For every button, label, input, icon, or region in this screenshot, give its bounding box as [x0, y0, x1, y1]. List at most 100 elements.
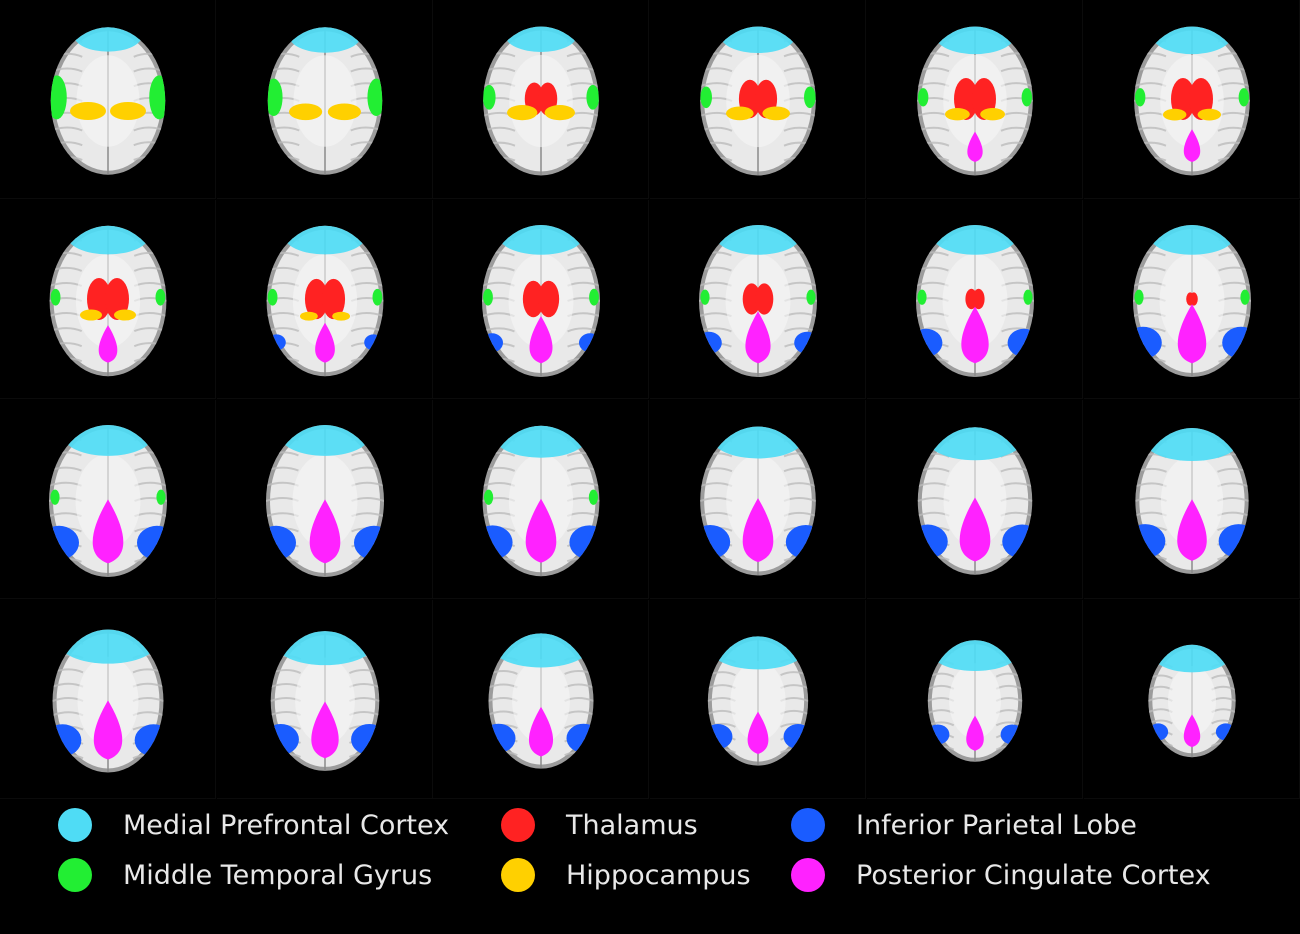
region-ipl	[1222, 326, 1251, 359]
legend-item-hippocampus: Hippocampus	[501, 855, 751, 895]
region-mtg	[917, 88, 929, 107]
brain-slice-grid	[0, 0, 1300, 799]
region-pcc	[967, 131, 983, 163]
region-pcc	[1177, 499, 1207, 561]
region-mtg	[700, 86, 712, 109]
region-ipl	[351, 723, 380, 755]
region-mtg	[1240, 289, 1250, 305]
region-mtg	[50, 288, 61, 306]
region-ipl	[266, 525, 296, 560]
region-ipl	[354, 525, 384, 560]
legend-item-mtg: Middle Temporal Gyrus	[58, 855, 432, 895]
region-pcc	[747, 711, 769, 754]
brain-slice	[0, 400, 216, 599]
region-ipl	[785, 524, 816, 559]
region-ipl	[783, 724, 809, 750]
legend-swatch-mtg	[58, 858, 92, 892]
legend-swatch-mpfc	[58, 808, 92, 842]
region-ipl	[927, 724, 950, 745]
region-pcc	[1183, 129, 1201, 163]
region-mpfc	[720, 26, 796, 54]
region-mtg	[806, 289, 816, 305]
region-pcc	[311, 701, 339, 759]
region-mtg	[483, 288, 493, 306]
region-mtg	[367, 78, 383, 117]
region-ipl	[267, 334, 286, 351]
region-mpfc	[1152, 26, 1232, 55]
legend-swatch-thalamus	[501, 808, 535, 842]
region-pcc	[966, 715, 984, 751]
region-mpfc	[275, 631, 375, 666]
region-mtg	[149, 75, 166, 120]
region-ipl	[137, 525, 167, 560]
region-mtg	[155, 288, 166, 306]
brain-slice	[1084, 0, 1300, 199]
region-mpfc	[935, 26, 1015, 55]
region-mpfc	[491, 633, 591, 668]
legend-item-mpfc: Medial Prefrontal Cortex	[58, 805, 449, 845]
region-hippocampus	[114, 309, 136, 321]
region-mpfc	[930, 640, 1020, 672]
region-mpfc	[715, 225, 801, 255]
region-ipl	[579, 333, 600, 353]
region-legend: Medial Prefrontal Cortex Thalamus Inferi…	[0, 800, 1300, 934]
region-hippocampus	[80, 309, 102, 321]
brain-slice	[867, 0, 1083, 199]
brain-slice	[217, 200, 433, 399]
region-pcc	[1177, 304, 1207, 364]
region-mpfc	[709, 636, 807, 670]
region-pcc	[959, 497, 991, 562]
region-ipl	[270, 723, 299, 755]
region-hippocampus	[507, 105, 538, 121]
region-mtg	[588, 489, 599, 505]
region-mtg	[156, 489, 166, 505]
region-mtg	[1134, 88, 1146, 107]
legend-label-mpfc: Medial Prefrontal Cortex	[123, 809, 450, 841]
region-mpfc	[67, 225, 149, 255]
region-ipl	[707, 724, 733, 750]
region-pcc	[745, 311, 771, 364]
region-ipl	[794, 331, 817, 354]
region-mpfc	[74, 27, 142, 52]
region-pcc	[92, 499, 124, 564]
region-mpfc	[926, 427, 1024, 461]
brain-slice	[217, 600, 433, 799]
region-mpfc	[289, 27, 361, 53]
region-thalamus	[538, 280, 560, 318]
brain-section	[267, 27, 383, 175]
region-thalamus	[1189, 292, 1198, 306]
region-ipl	[49, 525, 79, 560]
region-mpfc	[58, 629, 158, 664]
legend-item-ipl: Inferior Parietal Lobe	[791, 805, 1137, 845]
region-ipl	[482, 333, 503, 353]
region-pcc	[528, 706, 554, 757]
region-pcc	[1183, 714, 1201, 748]
region-ipl	[569, 525, 600, 560]
brain-slice	[650, 400, 866, 599]
brain-section	[927, 640, 1023, 762]
region-thalamus	[755, 283, 774, 315]
region-mtg	[700, 289, 710, 305]
region-pcc	[525, 498, 557, 563]
legend-label-hippocampus: Hippocampus	[566, 859, 751, 891]
region-ipl	[1007, 328, 1034, 357]
brain-section	[707, 636, 809, 766]
region-mtg	[372, 288, 383, 306]
brain-slice	[0, 200, 216, 399]
region-pcc	[529, 316, 553, 364]
legend-label-thalamus: Thalamus	[566, 809, 698, 841]
region-pcc	[742, 498, 774, 563]
region-pcc	[961, 306, 989, 364]
region-thalamus	[105, 278, 129, 320]
region-hippocampus	[300, 311, 318, 321]
region-ipl	[482, 525, 513, 560]
region-mtg	[267, 78, 283, 117]
region-mtg	[917, 289, 927, 305]
region-mtg	[50, 75, 67, 120]
region-mtg	[1023, 289, 1033, 305]
legend-item-pcc: Posterior Cingulate Cortex	[791, 855, 1211, 895]
brain-slice	[650, 0, 866, 199]
region-mtg	[50, 489, 60, 505]
region-ipl	[566, 723, 594, 753]
brain-slice	[867, 600, 1083, 799]
